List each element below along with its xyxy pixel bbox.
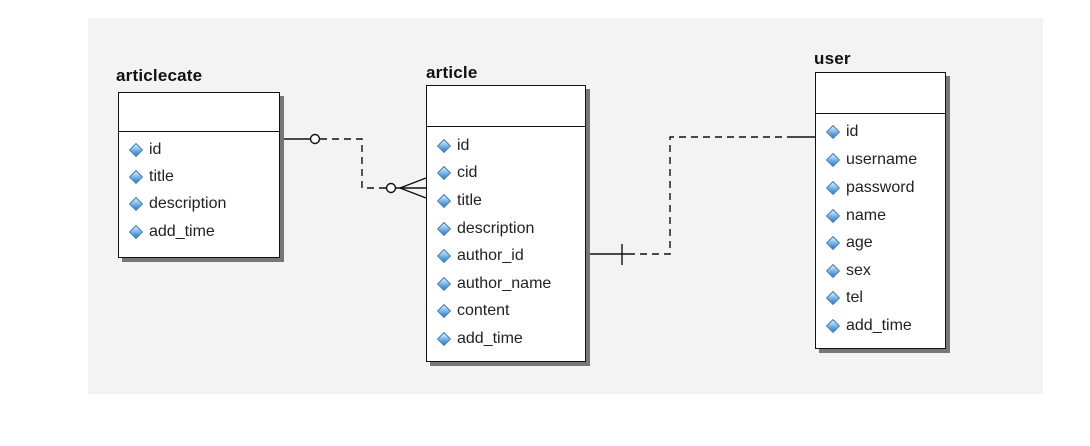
diamond-key-icon — [825, 124, 841, 140]
attribute-row[interactable]: author_id — [435, 245, 524, 267]
diamond-key-icon — [128, 142, 144, 158]
entity-box[interactable]: id title description add_time — [118, 92, 280, 258]
diamond-key-icon — [128, 224, 144, 240]
entity-box[interactable]: id username password name age sex tel ad… — [815, 72, 946, 349]
diamond-key-icon — [825, 318, 841, 334]
diamond-key-icon — [825, 263, 841, 279]
diamond-key-icon — [825, 235, 841, 251]
attribute-label: password — [846, 179, 915, 196]
diamond-key-icon — [825, 208, 841, 224]
entity-box[interactable]: id cid title description author_id autho… — [426, 85, 586, 362]
diamond-key-icon — [436, 303, 452, 319]
attribute-label: name — [846, 207, 887, 224]
attribute-label: id — [149, 141, 162, 158]
diamond-key-icon — [436, 331, 452, 347]
diamond-key-icon — [128, 196, 144, 212]
primary-key-section — [816, 73, 945, 114]
attribute-row[interactable]: content — [435, 300, 509, 322]
diamond-key-icon — [436, 248, 452, 264]
diamond-key-icon — [436, 221, 452, 237]
attribute-label: tel — [846, 289, 863, 306]
attribute-row[interactable]: tel — [824, 287, 863, 309]
primary-key-section — [119, 93, 279, 132]
diamond-key-icon — [436, 165, 452, 181]
diamond-key-icon — [436, 193, 452, 209]
attribute-row[interactable]: name — [824, 205, 886, 227]
attribute-label: add_time — [457, 330, 523, 347]
attribute-row[interactable]: username — [824, 149, 917, 171]
attribute-label: content — [457, 302, 510, 319]
attribute-row[interactable]: title — [435, 190, 482, 212]
attribute-row[interactable]: id — [127, 139, 161, 161]
entity-title: articlecate — [116, 66, 203, 85]
attribute-label: sex — [846, 262, 871, 279]
diamond-key-icon — [825, 152, 841, 168]
attribute-row[interactable]: add_time — [824, 315, 912, 337]
diamond-key-icon — [436, 138, 452, 154]
attribute-row[interactable]: password — [824, 177, 914, 199]
diamond-key-icon — [825, 180, 841, 196]
primary-key-section — [427, 86, 585, 127]
attribute-row[interactable]: author_name — [435, 273, 551, 295]
diamond-key-icon — [128, 169, 144, 185]
attribute-row[interactable]: title — [127, 166, 174, 188]
attribute-row[interactable]: add_time — [127, 221, 215, 243]
attribute-label: add_time — [846, 317, 912, 334]
attribute-row[interactable]: description — [435, 218, 534, 240]
attribute-label: description — [149, 195, 227, 212]
attribute-label: age — [846, 234, 873, 251]
attribute-row[interactable]: add_time — [435, 328, 523, 350]
attribute-label: title — [457, 192, 482, 209]
attribute-label: title — [149, 168, 174, 185]
entity-title: user — [814, 49, 851, 68]
attribute-label: author_name — [457, 275, 552, 292]
attribute-row[interactable]: cid — [435, 162, 477, 184]
attribute-row[interactable]: age — [824, 232, 873, 254]
diamond-key-icon — [436, 276, 452, 292]
attribute-label: id — [846, 123, 859, 140]
attribute-label: add_time — [149, 223, 215, 240]
attribute-label: author_id — [457, 247, 524, 264]
attribute-row[interactable]: id — [435, 135, 469, 157]
attribute-label: username — [846, 151, 918, 168]
attribute-label: description — [457, 220, 535, 237]
attribute-label: cid — [457, 164, 478, 181]
attribute-row[interactable]: id — [824, 121, 858, 143]
attribute-row[interactable]: sex — [824, 260, 871, 282]
attribute-row[interactable]: description — [127, 193, 226, 215]
attribute-label: id — [457, 137, 470, 154]
entity-title: article — [426, 63, 478, 82]
diamond-key-icon — [825, 290, 841, 306]
